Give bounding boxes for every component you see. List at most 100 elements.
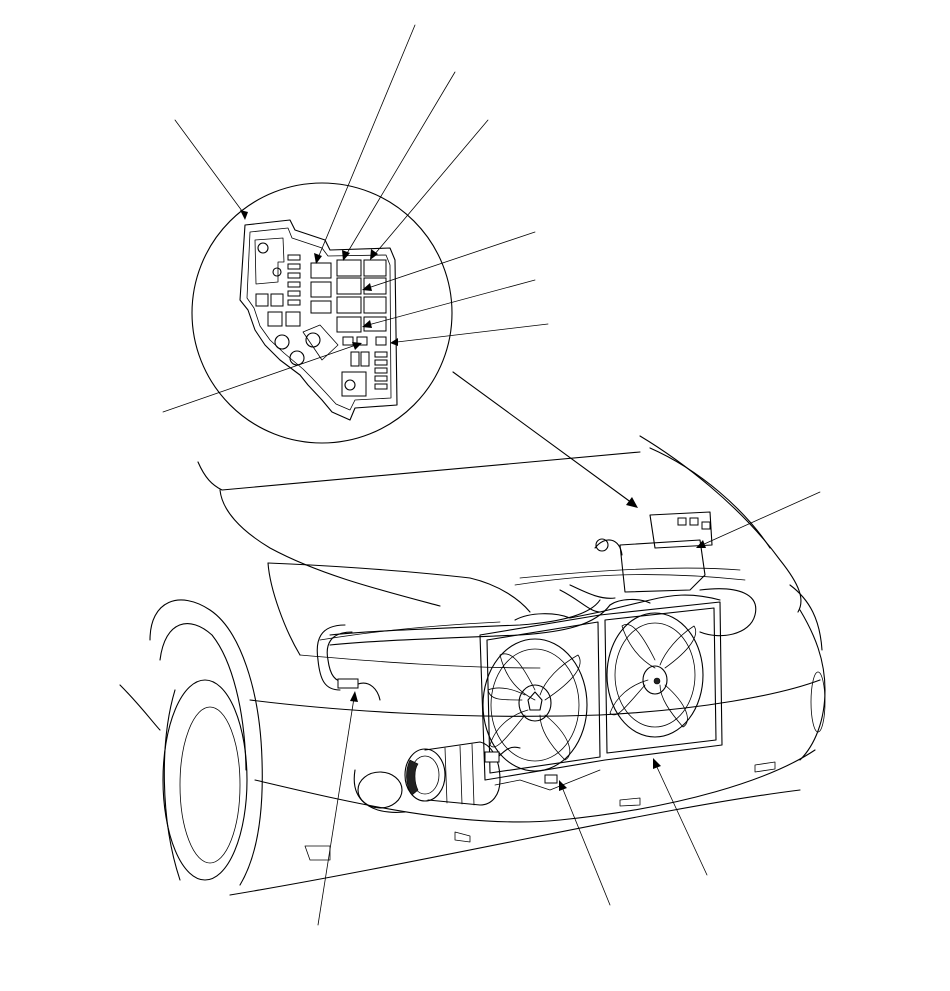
fuse-col-5 <box>287 290 301 297</box>
windshield-line <box>639 435 802 613</box>
harness-top-b <box>569 584 616 599</box>
fuse-col-4 <box>287 281 301 288</box>
fuse-box-relay-a <box>677 517 687 526</box>
left-cooling-fan <box>482 638 588 772</box>
radiator-frame-outer <box>479 601 723 781</box>
leader-arrow-6 <box>362 320 372 328</box>
right-fan-motor-shaft <box>653 677 661 685</box>
left-block-fuse-a <box>255 293 269 307</box>
relay-row2-2 <box>336 277 362 295</box>
leader-line-11 <box>561 786 611 906</box>
body-sill <box>119 684 161 731</box>
small-fuse-v2 <box>360 351 370 367</box>
small-fuse-h3 <box>374 367 388 374</box>
left-block-stud-2 <box>272 267 282 277</box>
bumper-corner <box>789 584 823 651</box>
left-fan-blade-2 <box>539 654 581 701</box>
bottom-relay <box>341 371 367 397</box>
left-fan-blade-4 <box>489 709 529 748</box>
leader-line-3 <box>345 71 456 256</box>
leader-line-4 <box>373 119 489 256</box>
hood-outline <box>197 451 641 491</box>
left-fan-hub-star <box>527 691 543 711</box>
bumper-tab-3 <box>754 761 776 773</box>
left-fan-shroud <box>482 638 588 772</box>
leader-arrow-2 <box>314 253 322 264</box>
fender-upper <box>267 562 531 613</box>
radiator-bottom-bracket <box>494 769 601 791</box>
right-fan-ring <box>614 622 696 728</box>
relay-row3-1 <box>310 300 332 314</box>
leader-arrow-4 <box>370 249 378 260</box>
mini-fuse-1 <box>342 336 354 346</box>
left-block-outline <box>254 237 285 285</box>
fuse-box-housing <box>619 539 706 593</box>
apron-line-2 <box>299 654 541 669</box>
apron-line-1 <box>319 621 501 641</box>
right-fan-blade-4 <box>609 679 649 716</box>
callout-leaders <box>162 24 821 926</box>
harness-main <box>329 599 601 636</box>
leader-arrow-1 <box>240 210 248 220</box>
bumper-tab-2 <box>619 797 641 807</box>
tire-tread-left <box>163 689 181 881</box>
leader-arrow-7 <box>390 338 398 346</box>
small-fuse-h2 <box>374 359 388 366</box>
left-fog-lamp <box>357 771 403 809</box>
leader-arrow-3 <box>342 250 350 261</box>
right-fan-shroud <box>606 612 704 738</box>
harness-top <box>559 589 721 613</box>
apron-line-4 <box>519 567 741 579</box>
leader-line-1 <box>174 119 246 216</box>
left-block-fuse-d <box>285 311 301 327</box>
fog-lamp-housing <box>353 769 406 813</box>
fuse-col-3 <box>287 272 301 279</box>
bumper-tab-1 <box>454 831 471 843</box>
front-bumper-lower <box>254 749 816 823</box>
leader-arrow-12 <box>653 758 661 769</box>
lower-body <box>229 789 801 896</box>
fuse-box-relay-b <box>689 517 699 526</box>
magnifier-pointer-arrow <box>626 497 638 508</box>
fuse-box-outline-inner <box>246 227 392 411</box>
holder-circle-1 <box>274 334 290 350</box>
radiator-cap <box>609 598 651 606</box>
left-fan-blade-1 <box>499 653 536 701</box>
magnifier-circle <box>191 182 453 444</box>
bottom-relay-stud <box>344 379 356 391</box>
small-fuse-h5 <box>374 383 388 390</box>
leader-arrow-10 <box>350 691 358 702</box>
radiator-frame-inner <box>486 621 601 774</box>
compressor-clutch-plate <box>406 759 419 796</box>
harness-connector <box>337 678 359 689</box>
mini-fuse-3 <box>375 336 387 346</box>
compressor-rib-2 <box>459 745 463 805</box>
bumper-right-edge <box>799 609 826 761</box>
small-fuse-h4 <box>374 375 388 382</box>
fuse-col-1 <box>287 254 301 261</box>
relay-top-2 <box>336 259 362 277</box>
leader-line-5 <box>367 231 536 289</box>
wheel-arch-inner <box>159 623 247 771</box>
magnified-fuse-box-detail <box>191 182 453 444</box>
mini-fuse-2 <box>356 336 368 346</box>
under-hood-fuse-box <box>594 511 713 593</box>
left-block-stud-1 <box>257 242 269 254</box>
fuse-box-relay-c <box>701 521 711 530</box>
right-cooling-fan <box>606 612 704 738</box>
small-fuse-h1 <box>374 351 388 358</box>
leader-line-8 <box>162 344 357 413</box>
leader-arrow-11 <box>559 780 567 791</box>
leader-line-7 <box>396 323 549 343</box>
holder-circle-2 <box>289 350 305 366</box>
left-fan-blade-3 <box>539 714 571 761</box>
cable-clamp <box>595 538 609 552</box>
compressor-connector <box>484 751 500 763</box>
left-fan-blade-5 <box>487 687 526 701</box>
leader-line-9 <box>701 491 821 546</box>
radiator-assembly <box>479 598 723 791</box>
right-fan-blade-1 <box>621 624 656 669</box>
ac-compressor <box>404 741 521 806</box>
fuse-col-6 <box>287 299 301 306</box>
radiator-drain <box>544 774 558 784</box>
